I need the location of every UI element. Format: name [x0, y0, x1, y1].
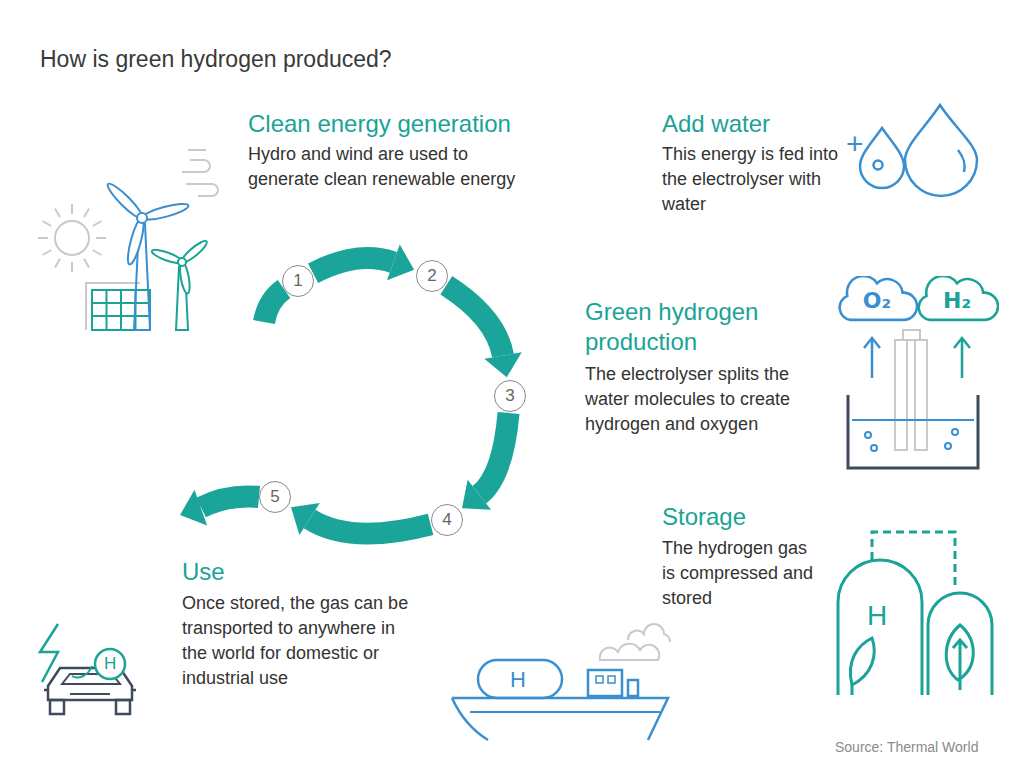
cloud-text-holder: O₂	[836, 282, 918, 318]
arrow-band	[310, 519, 431, 534]
ship	[452, 624, 670, 740]
cycle-arrow	[291, 503, 431, 535]
step-text: Storage	[662, 503, 822, 531]
solar-panel	[86, 283, 150, 330]
step-text: H	[867, 600, 897, 632]
step-number-circle: 4	[431, 504, 463, 536]
arrow-head	[387, 244, 414, 280]
cloud-text-holder: H₂	[915, 282, 999, 318]
cycle-arrow	[462, 413, 509, 510]
cloud-shape	[919, 276, 998, 320]
wind-lines	[182, 150, 218, 196]
arrow-head	[291, 503, 320, 535]
wind-turbine	[104, 180, 189, 330]
step-text: Once stored, the gas can be transported …	[182, 591, 422, 691]
step-number-circle: 2	[416, 260, 448, 292]
gas-formula: O₂	[863, 288, 891, 313]
callout-number: 3	[505, 387, 514, 405]
step-text: The hydrogen gas is compressed and store…	[662, 536, 820, 611]
callout-number: 1	[293, 272, 302, 290]
hydrogen-car	[40, 624, 136, 714]
step-text: Use	[182, 558, 342, 586]
gas-cloud: O₂	[836, 276, 918, 322]
arrow-band	[313, 258, 393, 273]
gas-cloud: H₂	[915, 276, 999, 322]
step-text: Add water	[662, 110, 862, 138]
cloud-shape	[840, 276, 917, 320]
step-text: Clean energy generation	[248, 110, 608, 138]
step-text: Hydro and wind are used to generate clea…	[248, 142, 538, 192]
step-number-circle: 1	[282, 265, 314, 297]
callout-number: 5	[270, 488, 279, 506]
step-text: +	[846, 128, 870, 160]
arrow-head	[462, 480, 491, 510]
arrow-band	[479, 413, 508, 495]
arrow-band	[446, 285, 503, 355]
electrolyser	[848, 330, 978, 468]
diagram-title: How is green hydrogen produced?	[40, 44, 640, 74]
sun-icon	[38, 204, 106, 272]
step-text: The electrolyser splits the water molecu…	[585, 362, 837, 437]
cycle-arrow	[446, 285, 521, 377]
gas-formula: H₂	[943, 288, 971, 313]
step-text: Green hydrogen production	[585, 297, 810, 357]
storage-tanks	[838, 532, 992, 695]
step-number-circle: 5	[259, 481, 291, 513]
cycle-arrow	[313, 244, 414, 280]
callout-number: 4	[442, 511, 451, 529]
source-caption: Source: Thermal World	[835, 738, 1020, 756]
callout-number: 2	[427, 267, 436, 285]
step-text: H	[104, 653, 118, 675]
arrow-head	[484, 352, 521, 377]
water-drops	[860, 105, 977, 196]
step-number-circle: 3	[494, 380, 526, 412]
wind-turbine	[151, 238, 210, 330]
step-text: H	[510, 667, 530, 693]
step-text: This energy is fed into the electrolyser…	[662, 142, 844, 217]
